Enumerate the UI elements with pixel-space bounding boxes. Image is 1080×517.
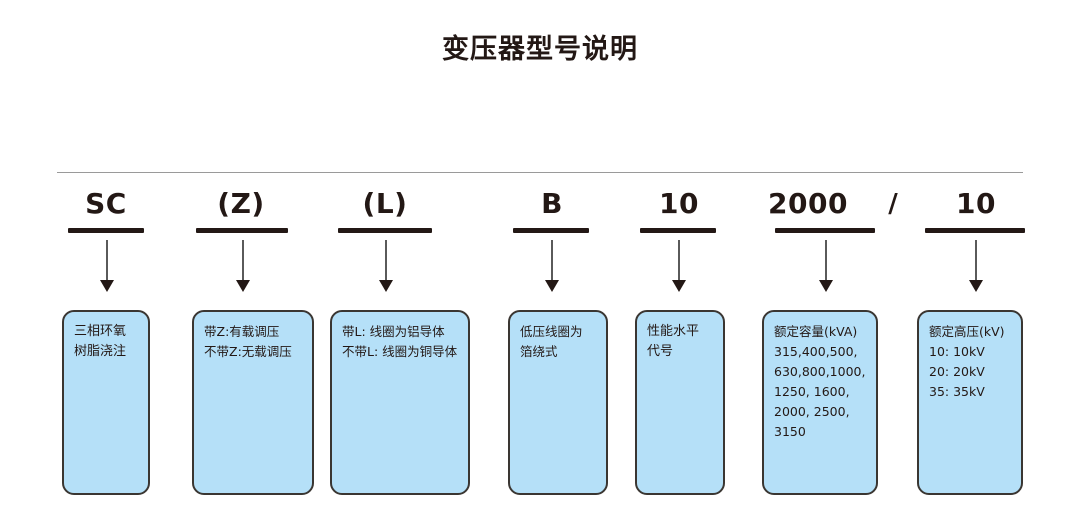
- arrow-head-icon-4: [545, 280, 559, 292]
- arrow-head-icon-3: [379, 280, 393, 292]
- model-code-underline-1: [68, 228, 144, 233]
- arrow-stem-4: [551, 240, 553, 282]
- arrow-head-icon-7: [969, 280, 983, 292]
- description-line: 2000, 2500,: [774, 404, 850, 419]
- description-box-lv-winding-form: 低压线圈为箔绕式: [508, 310, 608, 495]
- description-line: 性能水平: [647, 324, 700, 339]
- arrow-stem-7: [975, 240, 977, 282]
- description-box-conductor-material: 带L: 线圈为铝导体不带L: 线圈为铜导体: [330, 310, 470, 495]
- arrow-stem-5: [678, 240, 680, 282]
- model-code-underline-4: [513, 228, 589, 233]
- model-code-underline-5: [640, 228, 716, 233]
- description-line: 额定容量(kVA): [774, 324, 858, 339]
- arrow-head-icon-1: [100, 280, 114, 292]
- description-line: 1250, 1600,: [774, 384, 850, 399]
- description-line: 315,400,500,: [774, 344, 858, 359]
- arrow-stem-2: [242, 240, 244, 282]
- description-box-rated-hv-voltage: 额定高压(kV) 10: 10kV 20: 20kV 35: 35kV: [917, 310, 1023, 495]
- description-line: 10: 10kV: [929, 344, 985, 359]
- model-code-segment-1: SC: [85, 187, 127, 220]
- description-line: 低压线圈为: [520, 324, 583, 339]
- description-line: 630,800,1000,: [774, 364, 866, 379]
- description-line: 3150: [774, 424, 806, 439]
- description-line: 20: 20kV: [929, 364, 985, 379]
- model-code-segment-5: 10: [659, 187, 699, 220]
- arrow-head-icon-5: [672, 280, 686, 292]
- model-code-segment-7: 10: [956, 187, 996, 220]
- description-line: 箔绕式: [520, 344, 558, 359]
- description-line: 代号: [647, 344, 674, 359]
- model-code-underline-2: [196, 228, 288, 233]
- description-line: 带L: 线圈为铝导体: [342, 324, 445, 339]
- description-line: 不带L: 线圈为铜导体: [342, 344, 458, 359]
- description-line: 额定高压(kV): [929, 324, 1005, 339]
- model-code-underline-7: [925, 228, 1025, 233]
- description-box-winding-type: 三相环氧树脂浇注: [62, 310, 150, 495]
- model-code-row: SC (Z) (L) B 10 2000 10 /: [0, 186, 1080, 236]
- page-title: 变压器型号说明: [442, 34, 638, 65]
- header-divider-rule: [57, 172, 1023, 173]
- description-line: 树脂浇注: [74, 344, 127, 359]
- code-separator-slash: /: [888, 189, 898, 219]
- model-code-segment-3: (L): [362, 187, 408, 220]
- description-line: 带Z:有载调压: [204, 324, 280, 339]
- model-code-underline-6: [775, 228, 875, 233]
- description-line: 35: 35kV: [929, 384, 985, 399]
- arrow-stem-3: [385, 240, 387, 282]
- model-code-segment-6: 2000: [768, 187, 848, 220]
- model-code-segment-2: (Z): [217, 187, 265, 220]
- description-box-voltage-regulation: 带Z:有载调压不带Z:无载调压: [192, 310, 314, 495]
- description-box-performance-level: 性能水平代号: [635, 310, 725, 495]
- arrow-stem-1: [106, 240, 108, 282]
- description-box-rated-capacity: 额定容量(kVA) 315,400,500, 630,800,1000, 1250, …: [762, 310, 878, 495]
- description-line: 不带Z:无载调压: [204, 344, 292, 359]
- arrow-head-icon-2: [236, 280, 250, 292]
- model-code-underline-3: [338, 228, 432, 233]
- model-code-segment-4: B: [541, 187, 563, 220]
- arrow-head-icon-6: [819, 280, 833, 292]
- arrow-stem-6: [825, 240, 827, 282]
- description-line: 三相环氧: [74, 324, 127, 339]
